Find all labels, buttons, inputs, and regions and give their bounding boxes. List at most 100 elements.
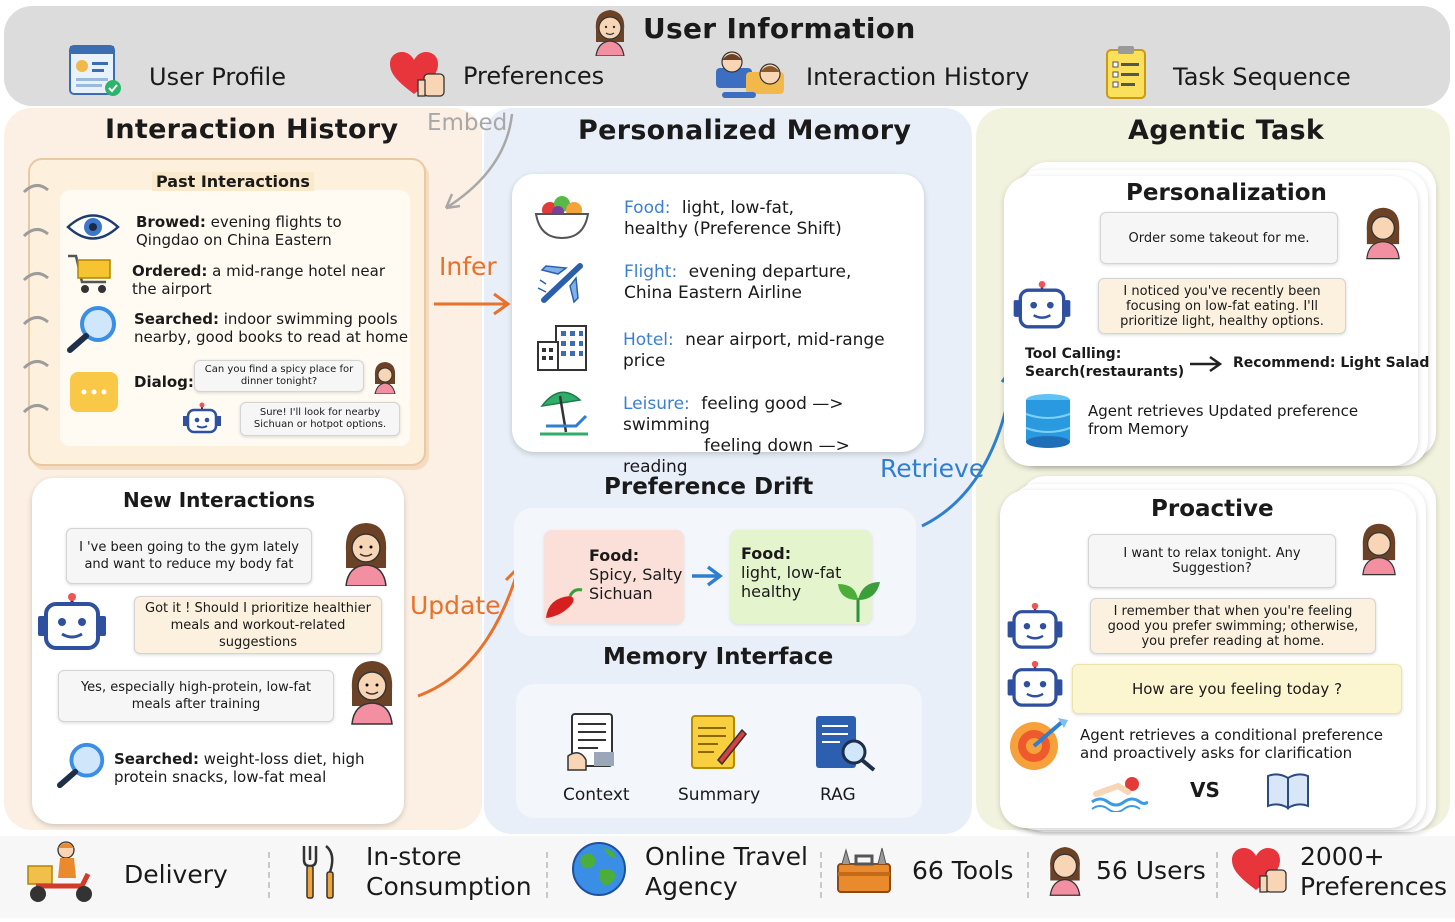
drift-old-text: Food: Spicy, Salty Sichuan (589, 546, 682, 603)
middle-panel-title: Personalized Memory (578, 115, 912, 146)
vs-text: VS (1190, 778, 1220, 802)
ordered-text2: the airport (132, 280, 212, 298)
memory-interface-title: Memory Interface (603, 644, 834, 670)
footer-ota-2: Agency (645, 872, 738, 901)
footer-ota: Online Travel Agency (645, 842, 808, 902)
woman-avatar-icon (374, 362, 396, 394)
flight-text: evening departure, (688, 262, 852, 282)
proactive-bot-bubble-2: How are you feeling today ? (1072, 664, 1402, 714)
new-searched-label: Searched: (114, 750, 199, 768)
new-user-bubble-2: Yes, especially high-protein, low-fat me… (58, 670, 334, 722)
new-searched-text: weight-loss diet, high (198, 750, 365, 768)
globe-icon (572, 842, 626, 896)
header-title: User Information (643, 12, 916, 45)
robot-icon (1007, 602, 1063, 649)
food-text2: healthy (Preference Shift) (624, 219, 842, 239)
footer-delivery: Delivery (124, 860, 228, 889)
searched-text2: nearby, good books to read at home (134, 328, 409, 346)
retrieves-text2: from Memory (1088, 420, 1189, 438)
drift-old-value2: Sichuan (589, 584, 653, 603)
clipboard-checklist-icon (1106, 46, 1146, 99)
left-panel-title: Interaction History (105, 114, 399, 145)
open-book-icon (1267, 773, 1309, 810)
embed-arrow (444, 113, 514, 210)
woman-avatar-icon (1362, 523, 1396, 576)
drift-new-value: light, low-fat (741, 563, 842, 582)
new-user-text-1: I 've been going to the gym lately and w… (79, 540, 299, 572)
magnifier-icon (56, 742, 105, 789)
proactive-bot-text: I remember that when you're feeling good… (1107, 603, 1359, 649)
drift-arrow (692, 565, 723, 587)
woman-avatar-icon (351, 661, 393, 725)
notebook-rings (22, 184, 49, 414)
heart-thumb-icon (390, 52, 445, 97)
infer-arrow (434, 292, 511, 316)
dialog-bot-text: Sure! I'll look for nearby Sichuan or ho… (253, 407, 387, 430)
salad-bowl-icon (534, 196, 590, 240)
footer-prefs-2: Preferences (1300, 872, 1448, 901)
footer-instore: In-store Consumption (366, 842, 532, 902)
database-icon (1025, 394, 1071, 448)
user-avatar-icon (1049, 846, 1081, 896)
chili-pepper-icon (546, 588, 583, 618)
woman-avatar-icon (345, 523, 387, 586)
recommend-text: Recommend: Light Salad (1233, 355, 1430, 371)
leisure-memory: Leisure: feeling good —> swimming feelin… (623, 394, 919, 478)
target-dart-icon (1010, 718, 1068, 770)
flight-label: Flight: (624, 262, 678, 282)
dialog-label: Dialog: (134, 373, 194, 391)
tool-arrow (1190, 355, 1223, 373)
drift-new-value2: healthy (741, 582, 802, 601)
footer-preferences: 2000+ Preferences (1300, 842, 1447, 902)
hotel-building-icon (537, 325, 587, 371)
dialog-user-bubble: Can you find a spicy place for dinner to… (194, 360, 364, 392)
footer-tools: 66 Tools (912, 856, 1014, 885)
hotel-label: Hotel: (623, 330, 674, 350)
footer-divider (820, 852, 822, 898)
new-searched-entry: Searched: weight-loss diet, high protein… (114, 750, 394, 786)
drift-old-label: Food: (589, 546, 640, 565)
tool-calling-text: Search(restaurants) (1025, 364, 1185, 380)
rag-search-document-icon (816, 716, 876, 772)
drift-old-value: Spicy, Salty (589, 565, 683, 584)
tool-calling-label: Tool Calling: (1025, 346, 1122, 362)
hotel-memory: Hotel: near airport, mid-range price (623, 330, 913, 372)
personalization-bot-text: I noticed you've recently been focusing … (1120, 283, 1324, 329)
update-label: Update (410, 591, 501, 620)
new-interactions-title: New Interactions (123, 488, 316, 512)
new-bot-text-1: Got it ! Should I prioritize healthier m… (145, 600, 371, 650)
footer-instore-2: Consumption (366, 872, 532, 901)
user-avatar-icon (595, 10, 625, 56)
ordered-entry: Ordered: a mid-range hotel near the airp… (132, 262, 406, 298)
interface-item-summary: Summary (678, 785, 761, 805)
leisure-label: Leisure: (623, 394, 690, 414)
dialog-bot-bubble: Sure! I'll look for nearby Sichuan or ho… (240, 402, 400, 436)
past-interactions-title: Past Interactions (152, 172, 314, 191)
interface-item-rag: RAG (820, 785, 856, 805)
chat-bubble-icon (70, 372, 118, 412)
robot-icon (1007, 660, 1063, 707)
magnifier-icon (67, 306, 116, 353)
footer-divider (546, 852, 548, 898)
proactive-user-text: I want to relax tonight. Any Suggestion? (1123, 546, 1301, 576)
tool-calling: Tool Calling: Search(restaurants) (1025, 345, 1184, 381)
proactive-bot-text-2: How are you feeling today ? (1131, 679, 1343, 698)
shopping-cart-icon (68, 254, 111, 293)
drift-new-label: Food: (741, 544, 792, 563)
airplane-icon (537, 263, 583, 304)
woman-avatar-icon (1366, 207, 1400, 260)
proactive-note: Agent retrieves a conditional preference… (1080, 726, 1383, 762)
swimmer-icon (1091, 777, 1148, 812)
user-profile-icon (69, 45, 121, 96)
proactive-note2: and proactively asks for clarification (1080, 744, 1353, 762)
new-user-text-2: Yes, especially high-protein, low-fat me… (80, 680, 312, 712)
searched-entry: Searched: indoor swimming pools nearby, … (134, 310, 409, 346)
browed-text: evening flights to (205, 213, 342, 231)
fork-knife-icon (302, 845, 334, 899)
drift-new-box (730, 530, 872, 624)
food-text: light, low-fat, (681, 198, 795, 218)
footer-band (0, 836, 1455, 918)
flight-memory: Flight: evening departure, China Eastern… (624, 262, 914, 304)
proactive-title: Proactive (1151, 496, 1274, 522)
embed-label: Embed (427, 110, 508, 136)
